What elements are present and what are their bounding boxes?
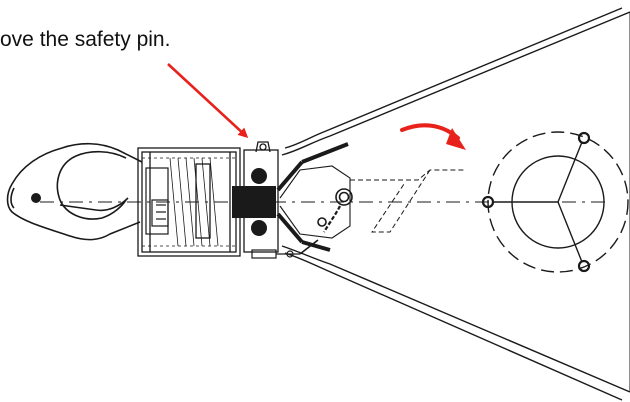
triangular-base (281, 7, 630, 401)
red-curved-arrow (400, 123, 466, 150)
safety-pin (299, 188, 353, 255)
red-arrow-pointer (167, 63, 249, 139)
clamp-pivot-dot (31, 193, 41, 203)
cylinder-housing (137, 147, 241, 257)
center-block (232, 149, 279, 253)
clamp-connector (145, 167, 169, 235)
clamp-jaw (6, 142, 143, 241)
pin-shaft (251, 249, 300, 259)
phantom-pin (350, 169, 466, 233)
struts (276, 142, 349, 252)
instruction-text: ove the safety pin. (0, 28, 171, 51)
pin-tab (255, 141, 271, 153)
bolt-flange (481, 131, 629, 273)
